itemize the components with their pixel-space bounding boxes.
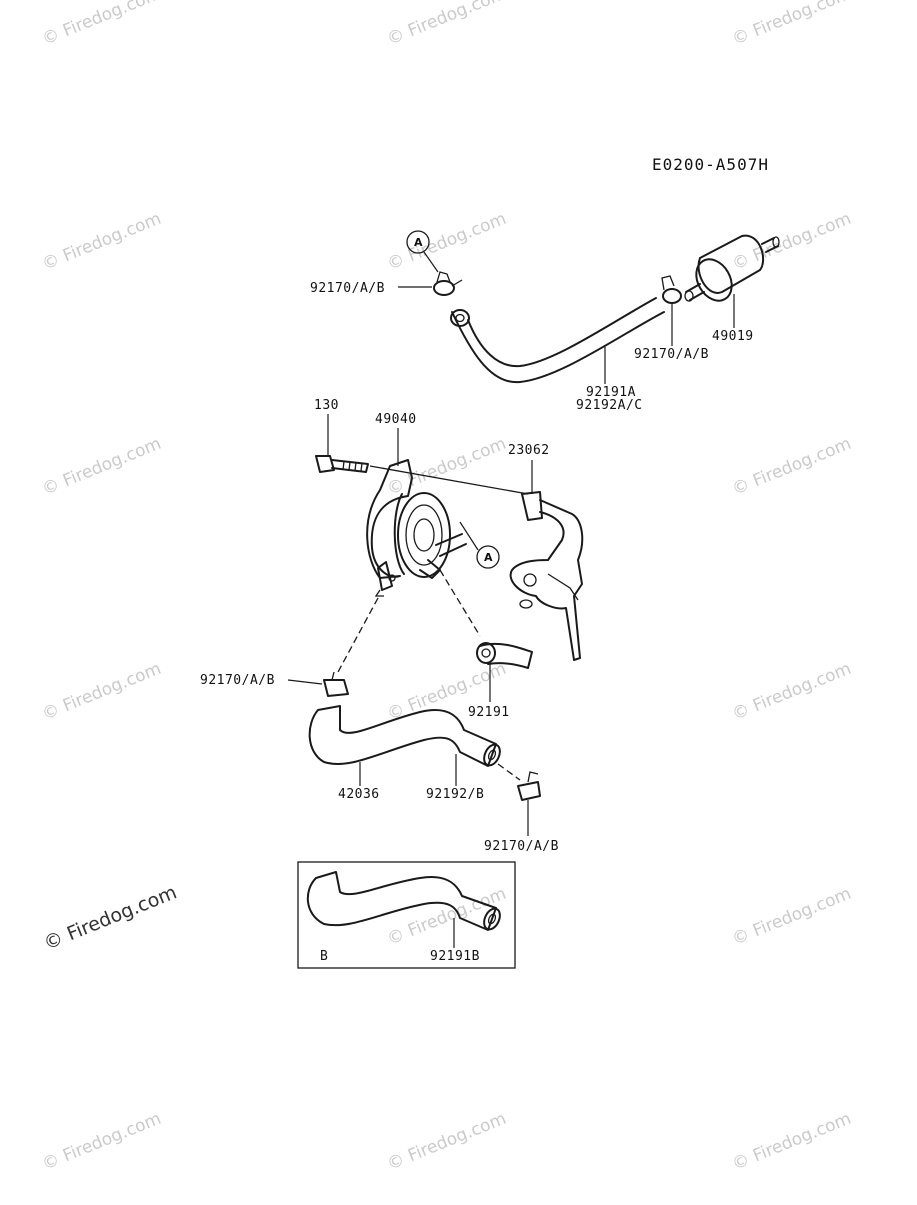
watermark: © Firedog.com (729, 0, 854, 50)
hose-top (450, 297, 665, 384)
label-hose-short: 92191 (468, 705, 510, 720)
label-bracket: 23062 (508, 443, 550, 458)
dash-hose-to-clamp (497, 763, 521, 781)
watermark: © Firedog.com (384, 434, 509, 500)
label-hose-long-b: 92192/B (426, 787, 484, 802)
watermark: © Firedog.com (729, 659, 854, 725)
watermark-grid: © Firedog.com © Firedog.com © Firedog.co… (39, 0, 854, 1175)
hose-long (308, 705, 501, 767)
label-clamp-top-right: 92170/A/B (634, 347, 709, 362)
leader-clamp-mid-left (287, 679, 323, 685)
watermark: © Firedog.com (384, 1109, 509, 1175)
pump-assembly: 130 49040 23062 A (314, 398, 584, 661)
top-hose-assembly: A (310, 230, 780, 413)
inset-b: 92191B B (297, 861, 516, 969)
clamp-bottom (517, 771, 541, 801)
label-inset-b: B (320, 949, 328, 964)
watermark: © Firedog.com (39, 0, 164, 50)
watermark: © Firedog.com (729, 434, 854, 500)
label-hose-top-b: 92192A/C (576, 398, 643, 413)
label-hose-inset: 92191B (430, 949, 480, 964)
label-bolt: 130 (314, 398, 339, 413)
clamp-top-right (661, 275, 682, 304)
label-filter: 49019 (712, 329, 754, 344)
inset-b-frame (297, 861, 516, 969)
watermark: © Firedog.com (39, 659, 164, 725)
label-pump: 49040 (375, 412, 417, 427)
callout-a-circle (406, 230, 430, 254)
watermark: © Firedog.com (384, 209, 509, 275)
mounting-bracket (509, 491, 584, 661)
watermark: © Firedog.com (384, 0, 509, 50)
watermark: © Firedog.com (729, 884, 854, 950)
label-clamp-top-left: 92170/A/B (310, 281, 385, 296)
clamp-mid-left (323, 671, 349, 697)
callout-a-leader (459, 521, 479, 551)
watermark: © Firedog.com (729, 1109, 854, 1175)
callout-a-label: A (484, 551, 493, 564)
callout-a-leader (423, 251, 439, 273)
fuel-filter (684, 234, 780, 302)
diagram-code: E0200-A507H (652, 155, 769, 174)
bolt (315, 455, 369, 473)
watermark: © Firedog.com (39, 1109, 164, 1175)
clamp-top-left (433, 271, 463, 296)
callout-a-circle (476, 545, 500, 569)
watermark: © Firedog.com (729, 209, 854, 275)
dash-pump-to-hose (439, 569, 481, 637)
label-clamp-mid-left: 92170/A/B (200, 673, 275, 688)
watermark: © Firedog.com (39, 434, 164, 500)
watermark-prominent: © Firedog.com (41, 881, 180, 954)
lower-hose-assembly: 92191 92170/A/B 42036 92192/B 92170/A/B (200, 569, 559, 854)
bolt-axis-line (369, 465, 529, 495)
dash-pump-to-clamp (337, 597, 379, 673)
label-hose-long: 42036 (338, 787, 380, 802)
hose-short (476, 642, 533, 669)
fuel-pump (366, 459, 467, 597)
callout-a-label: A (414, 236, 423, 249)
label-hose-top-a: 92191A (586, 385, 636, 400)
hose-inset (306, 871, 501, 931)
label-clamp-bottom: 92170/A/B (484, 839, 559, 854)
watermark: © Firedog.com (39, 209, 164, 275)
